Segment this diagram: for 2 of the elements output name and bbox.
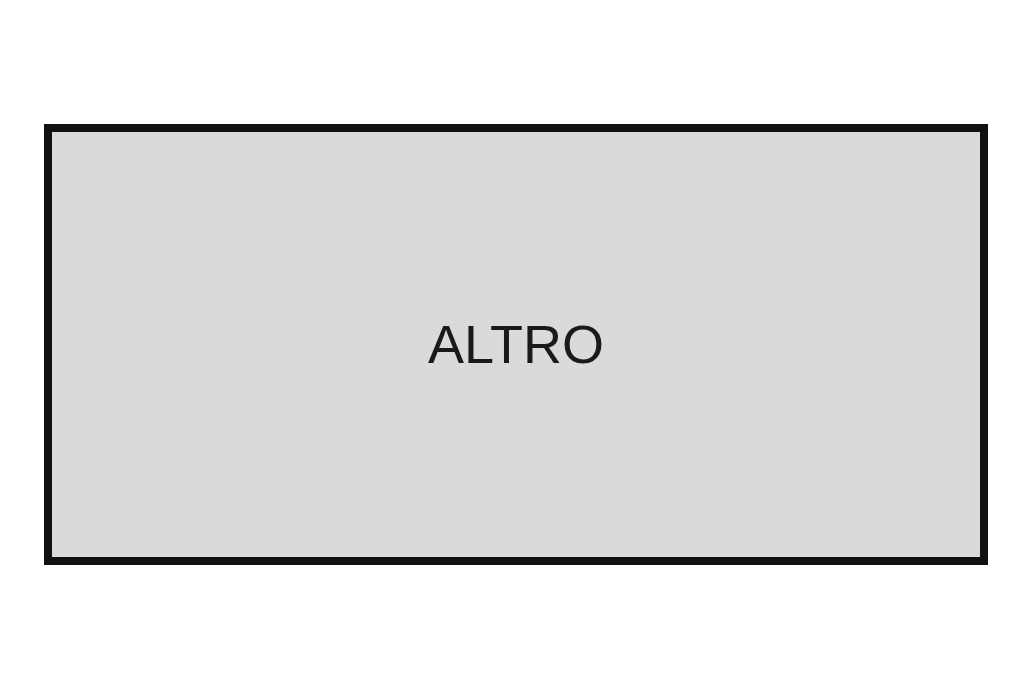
- process-box: [44, 124, 988, 565]
- box-label: ALTRO: [428, 314, 604, 375]
